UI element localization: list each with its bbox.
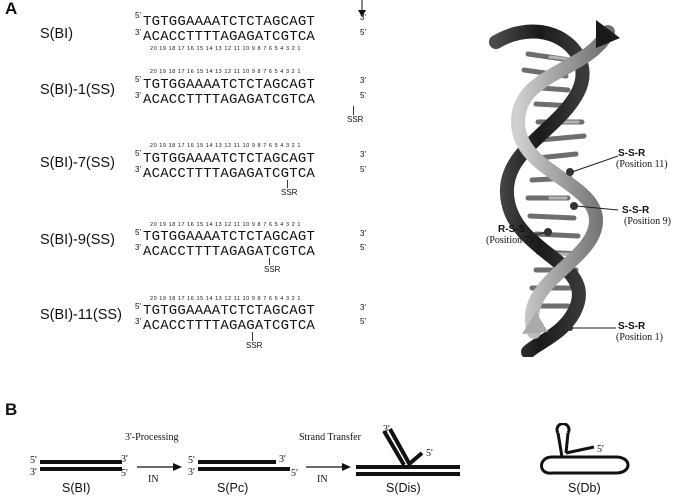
sequence-block: 20 19 18 17 16 15 14 13 12 11 10 9 8 7 6… xyxy=(128,69,378,125)
bottom-strand: ACACCTTTTAGAGATCGTCA xyxy=(143,166,316,182)
ssr-label: SSR xyxy=(347,115,364,124)
bottom-strand: ACACCTTTTAGAGATCGTCA xyxy=(143,29,316,45)
ssr-label: SSR xyxy=(246,341,263,350)
top-strand: TGTGGAAAATCTCTAGCAGT xyxy=(143,303,316,319)
top-strand: TGTGGAAAATCTCTAGCAGT xyxy=(143,77,316,93)
five-prime-top: 5' xyxy=(135,228,141,237)
five-prime-bottom: 5' xyxy=(360,243,366,252)
five-prime-top: 5' xyxy=(135,11,141,20)
position-label: (Position 9) xyxy=(624,216,671,227)
top-strand: TGTGGAAAATCTCTAGCAGT xyxy=(143,151,316,167)
helix-annotation: S-S-R (Position 11) xyxy=(616,148,668,170)
three-prime-bottom: 3' xyxy=(135,317,141,326)
five-prime-bottom: 5' xyxy=(360,28,366,37)
five-prime-label: 5' xyxy=(426,448,433,459)
position-numbers: 20 19 18 17 16 15 14 13 12 11 10 9 8 7 6… xyxy=(150,69,301,75)
row-label: S(BI) xyxy=(40,26,74,42)
sequence-block: 5' TGTGGAAAATCTCTAGCAGT 3' 3' ACACCTTTTA… xyxy=(128,11,378,61)
helix-annotation: R-S-S (Position 7) xyxy=(486,224,533,246)
five-prime-bottom: 5' xyxy=(360,317,366,326)
five-prime-label: 5' xyxy=(30,455,37,466)
five-prime-label: 5' xyxy=(188,455,195,466)
dna-helix-illustration xyxy=(489,20,620,357)
disintegration-substrate-graphic xyxy=(356,428,460,476)
three-prime-label: 3' xyxy=(279,454,286,465)
three-prime-label: 3' xyxy=(121,454,128,465)
ssr-tick xyxy=(269,258,270,265)
three-prime-top: 3' xyxy=(360,76,366,85)
substrate-label: S(Dis) xyxy=(386,481,421,495)
helix-annotation: S-S-R (Position 1) xyxy=(616,321,663,343)
position-numbers: 20 19 18 17 16 15 14 13 12 11 10 9 8 7 6… xyxy=(150,296,301,302)
ssr-tick xyxy=(287,180,288,188)
three-prime-top: 3' xyxy=(360,150,366,159)
position-label: (Position 7) xyxy=(486,235,533,246)
five-prime-label: 5' xyxy=(597,444,604,455)
three-prime-bottom: 3' xyxy=(135,91,141,100)
five-prime-label: 5' xyxy=(291,468,298,479)
top-strand: TGTGGAAAATCTCTAGCAGT xyxy=(143,229,316,245)
stereo-label: S-S-R xyxy=(622,205,650,216)
position-numbers: 20 19 18 17 16 15 14 13 12 11 10 9 8 7 6… xyxy=(150,46,301,52)
dumbbell-substrate-graphic xyxy=(540,423,630,475)
row-label: S(BI)-11(SS) xyxy=(40,307,122,323)
step-label: 3'-Processing xyxy=(125,432,179,443)
position-label: (Position 11) xyxy=(616,159,668,170)
three-prime-bottom: 3' xyxy=(135,165,141,174)
five-prime-top: 5' xyxy=(135,75,141,84)
sequence-block: 20 19 18 17 16 15 14 13 12 11 10 9 8 7 6… xyxy=(128,296,378,354)
sequence-block: 20 19 18 17 16 15 14 13 12 11 10 9 8 7 6… xyxy=(128,222,378,278)
substrate-label: S(Db) xyxy=(568,481,601,495)
enzyme-label: IN xyxy=(317,474,328,485)
three-prime-top: 3' xyxy=(360,229,366,238)
bottom-strand: ACACCTTTTAGAGATCGTCA xyxy=(143,318,316,334)
row-label: S(BI)-7(SS) xyxy=(40,155,115,171)
ssr-tick xyxy=(252,332,253,341)
three-prime-top: 3' xyxy=(360,303,366,312)
row-label: S(BI)-9(SS) xyxy=(40,232,115,248)
substrate-label: S(BI) xyxy=(62,481,91,495)
position-numbers: 20 19 18 17 16 15 14 13 12 11 10 9 8 7 6… xyxy=(150,143,301,149)
reaction-arrow-icon xyxy=(137,463,182,471)
enzyme-label: IN xyxy=(148,474,159,485)
five-prime-bottom: 5' xyxy=(360,165,366,174)
three-prime-label: 3' xyxy=(30,467,37,478)
ssr-tick xyxy=(353,106,354,115)
five-prime-bottom: 5' xyxy=(360,91,366,100)
three-prime-label: 3' xyxy=(383,424,390,435)
ssr-label: SSR xyxy=(264,265,281,274)
position-label: (Position 1) xyxy=(616,332,663,343)
top-strand: TGTGGAAAATCTCTAGCAGT xyxy=(143,14,316,30)
three-prime-bottom: 3' xyxy=(135,28,141,37)
panel-b-letter: B xyxy=(5,400,18,419)
ssr-label: SSR xyxy=(281,188,298,197)
five-prime-top: 5' xyxy=(135,149,141,158)
panel-a-letter: A xyxy=(5,0,18,18)
step-label: Strand Transfer xyxy=(299,432,361,443)
blunt-duplex-graphic xyxy=(40,460,122,471)
five-prime-top: 5' xyxy=(135,302,141,311)
stereo-label: S-S-R xyxy=(618,321,646,332)
reaction-arrow-icon xyxy=(306,463,351,471)
substrate-label: S(Pc) xyxy=(217,481,249,495)
three-prime-label: 3' xyxy=(188,467,195,478)
position-numbers: 20 19 18 17 16 15 14 13 12 11 10 9 8 7 6… xyxy=(150,222,301,228)
helix-annotation: S-S-R (Position 9) xyxy=(622,205,671,227)
row-label: S(BI)-1(SS) xyxy=(40,82,115,98)
stereo-label: S-S-R xyxy=(618,148,646,159)
three-prime-top: 3' xyxy=(360,13,366,22)
bottom-strand: ACACCTTTTAGAGATCGTCA xyxy=(143,92,316,108)
cleavage-arrow-icon xyxy=(358,0,366,17)
stereo-label: R-S-S xyxy=(498,224,526,235)
sequence-block: 20 19 18 17 16 15 14 13 12 11 10 9 8 7 6… xyxy=(128,143,378,199)
five-prime-label: 5' xyxy=(121,468,128,479)
bottom-strand: ACACCTTTTAGAGATCGTCA xyxy=(143,244,316,260)
three-prime-bottom: 3' xyxy=(135,243,141,252)
processed-duplex-graphic xyxy=(198,460,290,471)
